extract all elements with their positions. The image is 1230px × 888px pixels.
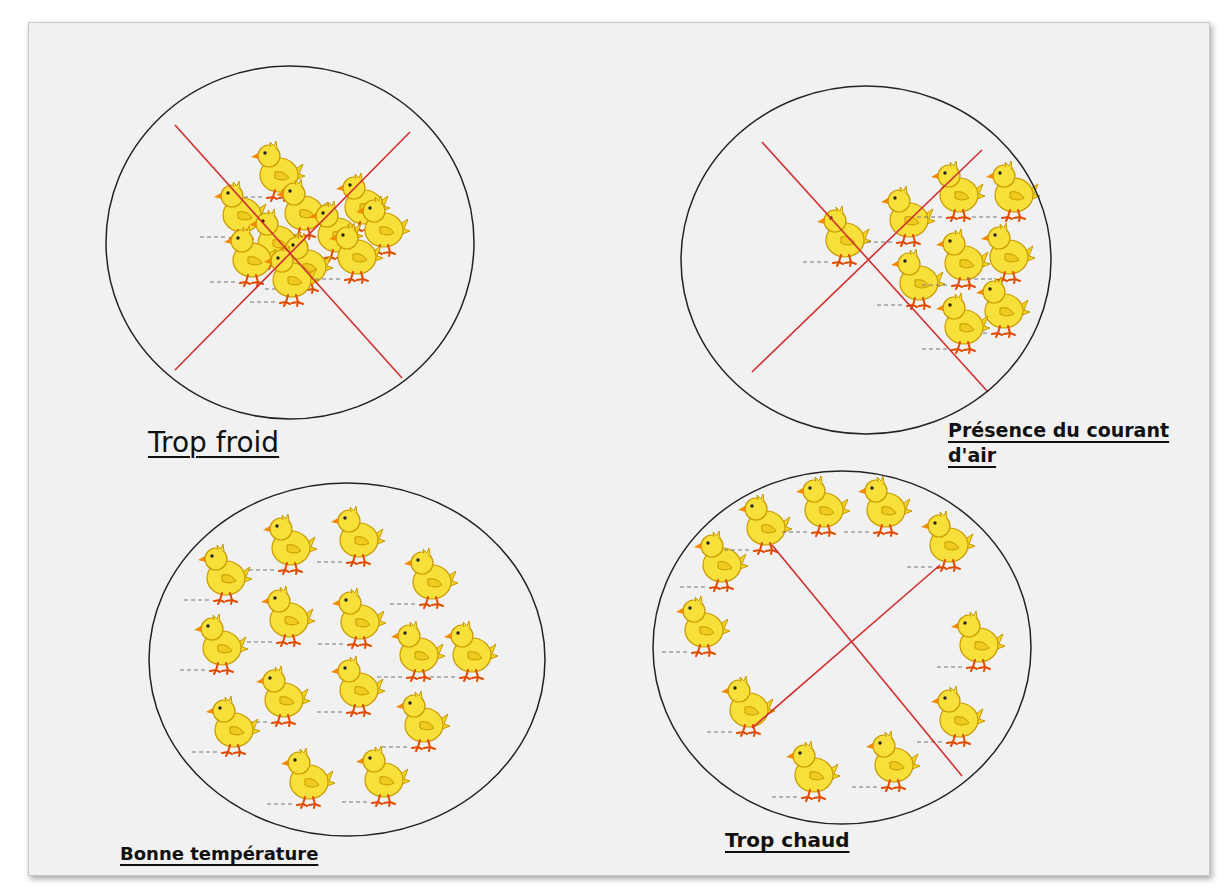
circle-outline <box>105 65 475 420</box>
red-cross <box>752 545 962 776</box>
circle-area: Bonne température <box>148 482 546 837</box>
chick-group <box>200 141 410 306</box>
circle-outline-shape <box>149 483 545 836</box>
red-cross <box>175 125 410 378</box>
circle-outline-shape <box>681 86 1051 434</box>
circle-outline <box>652 470 1032 825</box>
circle-caption: Trop chaud <box>725 827 849 853</box>
circle-outline-shape <box>653 471 1031 824</box>
circle-caption: Présence du courant d'air <box>948 418 1210 467</box>
circle-outline <box>148 482 546 837</box>
red-cross <box>752 142 988 392</box>
circle-caption: Bonne température <box>120 842 318 865</box>
circle-outline <box>680 85 1052 435</box>
chick-group <box>803 161 1040 353</box>
circle-outline-shape <box>106 66 474 419</box>
circle-area: Trop froid <box>105 65 475 420</box>
circle-area: Trop chaud <box>652 470 1032 825</box>
circle-caption: Trop froid <box>148 425 279 461</box>
chick-group <box>180 506 498 808</box>
circle-area: Présence du courant d'air <box>680 85 1052 435</box>
chick-group <box>662 476 1005 801</box>
